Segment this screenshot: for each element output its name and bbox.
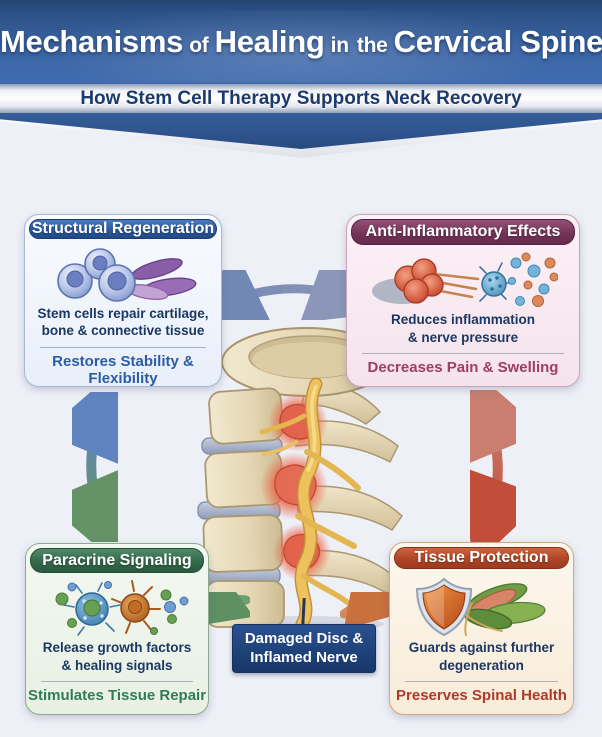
arrow-structural-paracrine	[72, 392, 118, 542]
title-segment: of	[189, 34, 209, 57]
divider	[41, 681, 193, 682]
header-banner	[0, 0, 602, 149]
shield-leaves-icon	[415, 578, 545, 637]
divider	[405, 681, 558, 682]
header-gloss	[0, 10, 602, 82]
box-paracrine-signaling: Paracrine Signaling	[25, 543, 209, 715]
box-anti-inflammatory-effects: Anti-Inflammatory Effects	[346, 214, 580, 387]
box-desc-tissue-protection: Guards against further degeneration	[408, 640, 555, 673]
box-footer-structural: Restores Stability & Flexibility	[52, 352, 194, 387]
damaged-disc-label: Damaged Disc & Inflamed Nerve	[232, 624, 376, 673]
divider	[40, 346, 206, 348]
title-segment: Mechanisms	[0, 24, 184, 59]
stem-cells-icon	[57, 248, 197, 302]
box-footer-anti-inflammatory: Decreases Pain & Swelling	[367, 359, 559, 376]
title-segment: Healing	[214, 24, 325, 59]
box-header-tissue-protection: Tissue Protection	[394, 547, 569, 570]
box-desc-structural: Stem cells repair cartilage, bone & conn…	[37, 306, 209, 339]
box-desc-paracrine: Release growth factors & healing signals	[42, 640, 192, 673]
box-footer-tissue-protection: Preserves Spinal Health	[396, 687, 567, 704]
divider	[362, 353, 564, 354]
arrow-anti-tissue	[470, 390, 516, 542]
box-tissue-protection: Tissue Protection Guards against further…	[389, 542, 574, 715]
box-header-paracrine: Paracrine Signaling	[30, 548, 204, 574]
signaling-cells-icon	[55, 580, 189, 637]
arrow-spine-tissue	[340, 592, 404, 628]
box-structural-regeneration: Structural Regeneration Stem cells rep	[24, 214, 222, 387]
page-title: Mechanisms of Healing in the Cervical Sp…	[0, 24, 602, 60]
inflamed-tissue-icon	[372, 252, 558, 308]
page-subtitle: How Stem Cell Therapy Supports Neck Reco…	[80, 87, 522, 109]
box-desc-anti-inflammatory: Reduces inflammation & nerve pressure	[390, 312, 536, 345]
title-segment: Cervical Spine	[393, 24, 602, 59]
subtitle-band: How Stem Cell Therapy Supports Neck Reco…	[0, 84, 602, 113]
title-segment: the	[356, 34, 388, 57]
box-footer-paracrine: Stimulates Tissue Repair	[27, 687, 207, 704]
arrow-structural-anti	[198, 270, 370, 320]
box-header-anti-inflammatory: Anti-Inflammatory Effects	[351, 219, 575, 246]
title-segment: in	[330, 34, 349, 57]
box-header-structural: Structural Regeneration	[29, 219, 217, 239]
